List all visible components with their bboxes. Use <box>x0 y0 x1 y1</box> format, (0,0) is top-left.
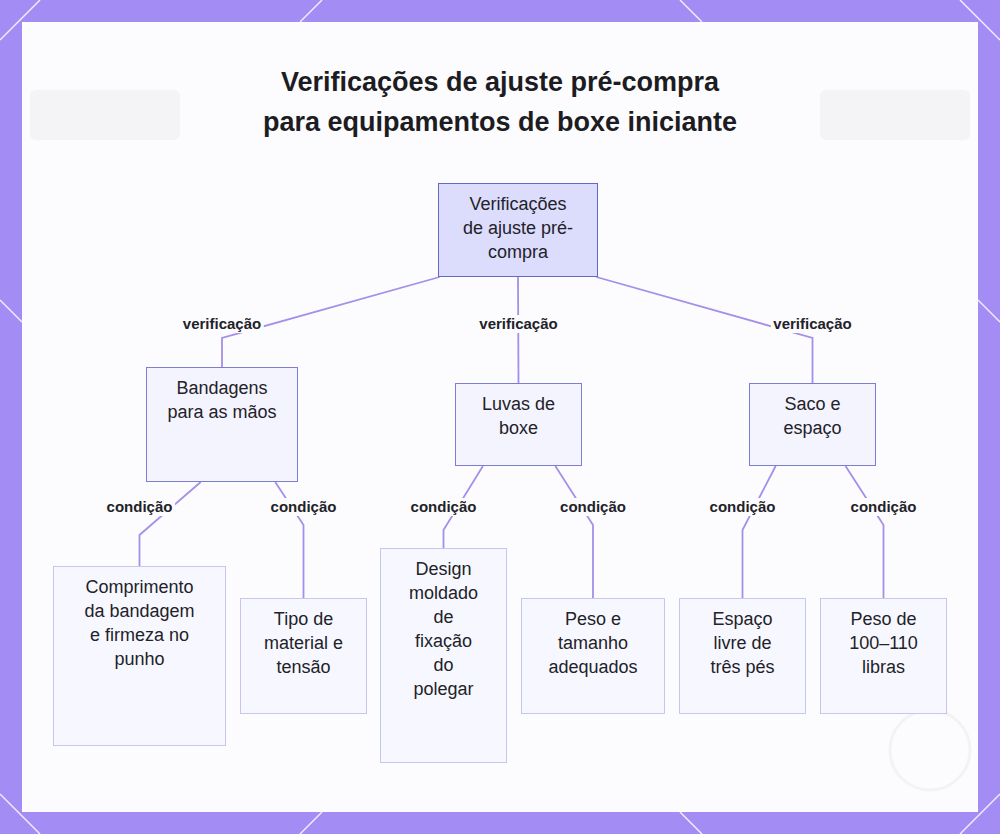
connector-line <box>846 466 884 598</box>
condition-box: Tipo de material e tensão <box>240 598 367 714</box>
node-text: Saco e espaço <box>773 392 853 440</box>
edge-label: verificação <box>770 315 854 333</box>
edge-label: verificação <box>476 315 560 333</box>
node-text: Verificações de ajuste pré-compra <box>458 192 578 264</box>
check-box: Saco e espaço <box>749 383 876 466</box>
connector-line <box>140 482 201 566</box>
connector-line <box>743 466 776 598</box>
node-text: Comprimento da bandagem e firmeza no pun… <box>84 575 196 671</box>
check-box: Bandagens para as mãos <box>146 367 298 482</box>
edge-label: condição <box>268 498 340 516</box>
node-text: Tipo de material e tensão <box>254 607 354 679</box>
edge-label: condição <box>104 498 176 516</box>
node-text: Design moldado de fixação do polegar <box>404 557 484 701</box>
edge-label: condição <box>707 498 779 516</box>
node-text: Espaço livre de três pés <box>703 607 783 679</box>
node-text: Bandagens para as mãos <box>167 376 277 424</box>
node-text: Peso de 100–110 libras <box>842 607 926 679</box>
node-text: Peso e tamanho adequados <box>541 607 645 679</box>
diagram-title: Verificações de ajuste pré-compra para e… <box>255 62 745 142</box>
white-panel <box>22 22 978 812</box>
condition-box: Design moldado de fixação do polegar <box>380 548 507 763</box>
condition-box: Comprimento da bandagem e firmeza no pun… <box>53 566 226 746</box>
condition-box: Espaço livre de três pés <box>679 598 806 714</box>
node-text: Luvas de boxe <box>469 392 569 440</box>
edge-label: condição <box>848 498 920 516</box>
root-box: Verificações de ajuste pré-compra <box>438 183 598 277</box>
check-box: Luvas de boxe <box>455 383 582 466</box>
edge-label: condição <box>408 498 480 516</box>
faded-backdrop <box>30 90 970 790</box>
condition-box: Peso e tamanho adequados <box>521 598 665 714</box>
condition-box: Peso de 100–110 libras <box>820 598 947 714</box>
edge-label: verificação <box>180 315 264 333</box>
edge-label: condição <box>557 498 629 516</box>
connector-line <box>555 466 593 598</box>
